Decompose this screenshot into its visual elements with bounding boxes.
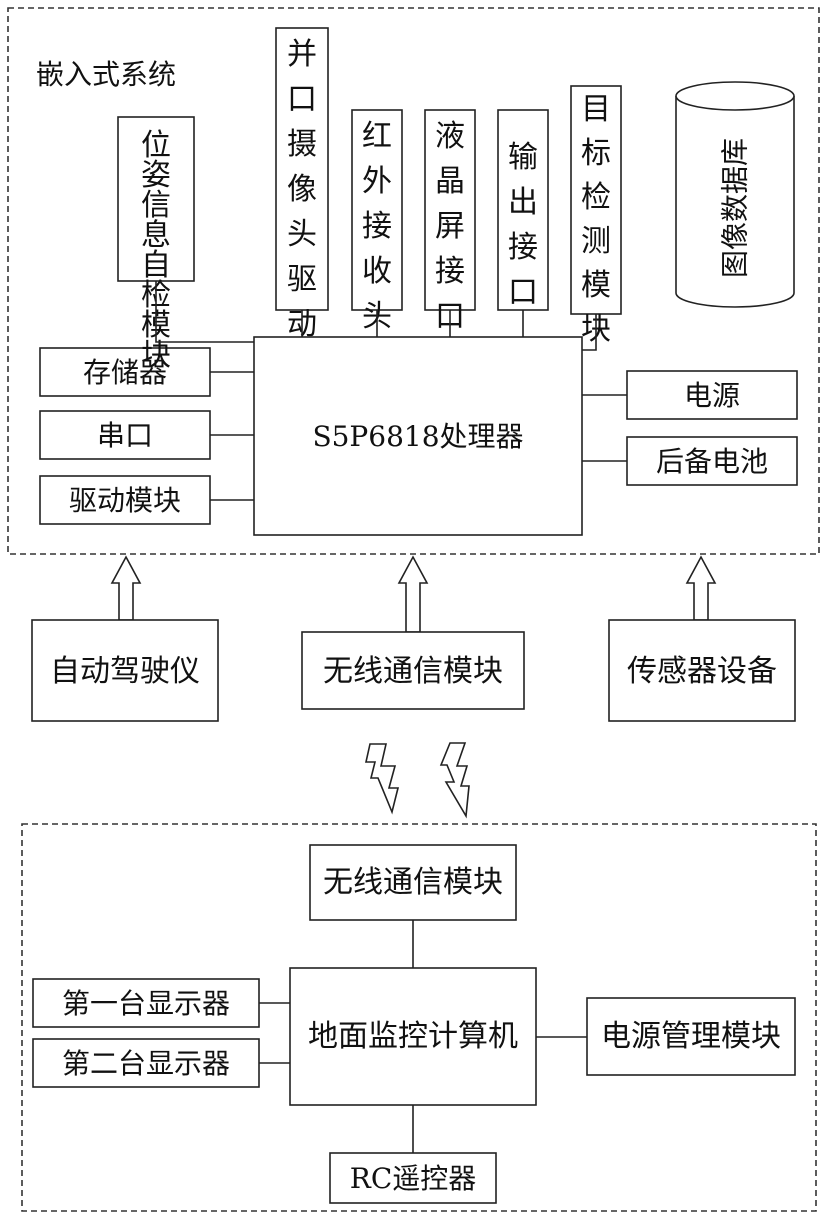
autopilot-box	[31, 619, 219, 722]
sensor-device-label: 传感器设备	[627, 654, 777, 689]
backup-battery-label: 后备电池	[656, 445, 768, 478]
up-arrow-sensor	[685, 555, 717, 621]
processor-box	[253, 336, 583, 536]
output-interface-label: 输出接口	[508, 140, 538, 310]
power-box	[626, 370, 798, 420]
lcd-interface-label: 液晶屏接口	[435, 119, 465, 334]
serial-port-label: 串口	[97, 419, 153, 452]
up-arrow-autopilot	[110, 555, 142, 621]
image-database-label: 图像数据库	[719, 138, 752, 278]
autopilot-label: 自动驾驶仪	[50, 654, 200, 689]
processor-label: S5P6818处理器	[312, 420, 523, 453]
memory-box	[39, 347, 211, 397]
power-label: 电源	[684, 379, 740, 412]
rc-remote-box	[329, 1152, 497, 1204]
ground-computer-box	[289, 967, 537, 1106]
ground-computer-label: 地面监控计算机	[308, 1019, 518, 1054]
wireless-module-ground-label: 无线通信模块	[323, 865, 503, 900]
ir-receiver-box	[351, 109, 403, 311]
first-display-box	[32, 978, 260, 1028]
sensor-device-box	[608, 619, 796, 722]
driver-module-label: 驱动模块	[69, 484, 181, 517]
lightning-icon	[365, 743, 400, 815]
wireless-module-air-label: 无线通信模块	[323, 654, 503, 689]
output-interface-box	[497, 109, 549, 311]
memory-label: 存储器	[83, 356, 167, 389]
backup-battery-box	[626, 436, 798, 486]
lightning-icon	[439, 742, 470, 819]
pose-self-check-box	[117, 116, 195, 282]
embedded-system-title: 嵌入式系统	[36, 58, 176, 91]
target-detection-label: 目标检测模块	[581, 92, 611, 347]
up-arrow-wireless	[397, 555, 429, 633]
second-display-label: 第二台显示器	[62, 1047, 230, 1080]
lcd-interface-box	[424, 109, 476, 311]
first-display-label: 第一台显示器	[62, 987, 230, 1020]
ir-receiver-label: 红外接收头	[362, 119, 392, 334]
power-management-label: 电源管理模块	[601, 1019, 781, 1054]
camera-driver-box	[275, 27, 329, 311]
camera-driver-label: 并口摄像头驱动	[287, 37, 317, 342]
wireless-module-air-box	[301, 631, 525, 710]
embedded-system-region	[7, 7, 820, 555]
target-detection-box	[570, 85, 622, 315]
image-database-cylinder	[675, 81, 795, 308]
rc-remote-label: RC遥控器	[350, 1162, 477, 1195]
